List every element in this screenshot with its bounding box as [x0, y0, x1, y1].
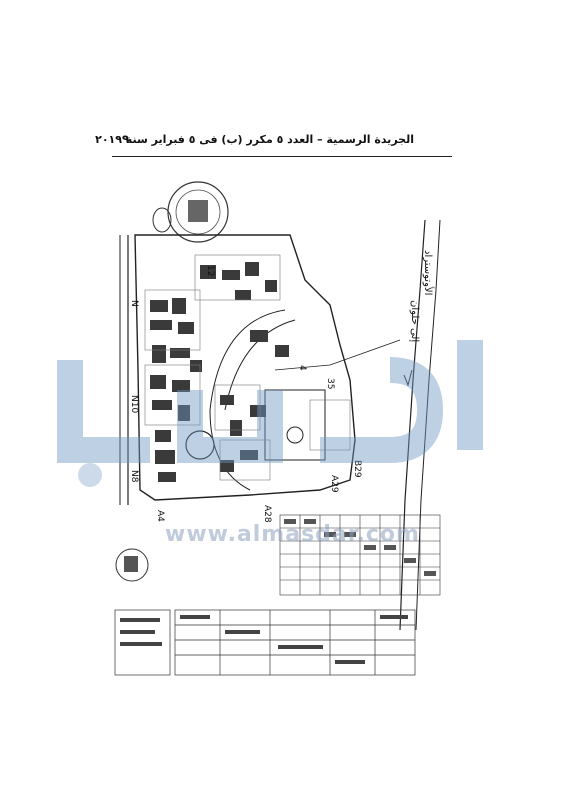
road-label-n8: N8: [129, 470, 139, 483]
road-label-n: N: [129, 300, 139, 307]
highway-label-2: الأوتوستراد: [422, 250, 435, 295]
title-block: [114, 609, 416, 676]
gazette-title: الجريدة الرسمية – العدد ٥ مكرر (ب) فى ٥ …: [95, 133, 414, 146]
road-label-12: 12: [205, 265, 215, 276]
official-seal-top: [152, 181, 229, 243]
building-blocks: [150, 262, 289, 482]
road-label-35: 35: [325, 378, 335, 389]
title-block-text-marks: [120, 615, 408, 664]
highway-label: إلى حلوان: [409, 300, 420, 342]
block-hatching: [144, 254, 351, 481]
road-label-4: 4: [297, 365, 307, 371]
table-cell-marks: [284, 519, 436, 576]
plan-outline: [119, 234, 356, 505]
road-label-n10: N10: [129, 395, 139, 413]
header-rule: [112, 156, 452, 157]
road-label-b29: B29: [352, 460, 362, 478]
official-seal-bottom: [115, 548, 149, 582]
road-label-a28: A28: [262, 505, 272, 523]
site-plan-drawing: إلى حلوان الأوتوستراد N N10 N8: [114, 181, 441, 676]
coordinates-table: [279, 514, 441, 596]
page-header: الجريدة الرسمية – العدد ٥ مكرر (ب) فى ٥ …: [95, 132, 452, 153]
road-label-a4: A4: [155, 510, 165, 522]
watermark-logo: [57, 340, 483, 487]
autostrad-highway: [274, 219, 441, 631]
page-number: ٩: [122, 132, 130, 146]
road-label-a29: A29: [329, 475, 339, 493]
watermark-url: www.almasdar.com: [165, 522, 420, 547]
